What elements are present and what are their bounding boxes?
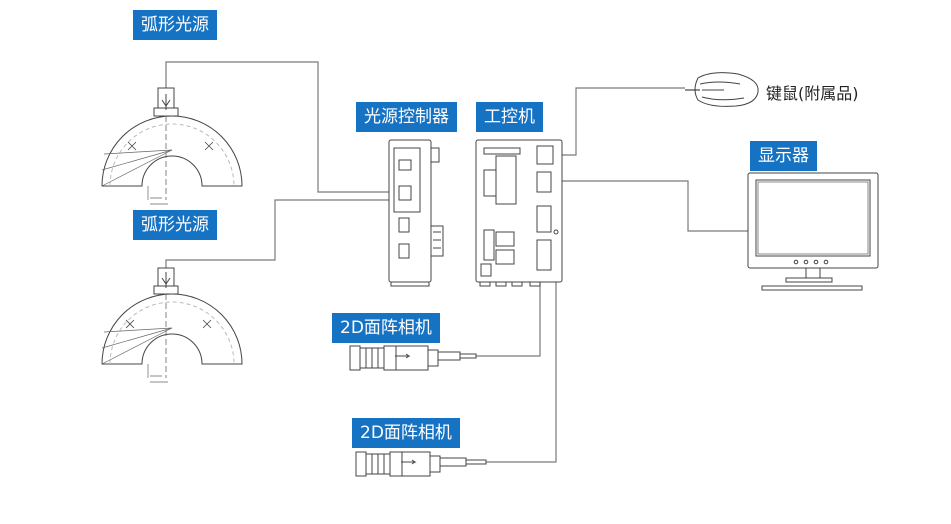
camera-top-label: 2D面阵相机 xyxy=(332,313,440,343)
ipc-label: 工控机 xyxy=(476,102,543,132)
line-ipc-to-camera-bottom xyxy=(486,282,557,463)
monitor-label: 显示器 xyxy=(750,141,817,171)
line-monitor-to-ipc xyxy=(553,180,748,232)
light-controller-device xyxy=(388,139,444,287)
camera-top-device xyxy=(349,345,477,371)
camera-bottom-label: 2D面阵相机 xyxy=(352,418,460,448)
light-controller-label: 光源控制器 xyxy=(356,102,457,132)
line-ipc-to-camera-top xyxy=(476,282,541,357)
arc-light-top-label: 弧形光源 xyxy=(133,10,217,40)
camera-bottom-device xyxy=(355,451,487,477)
keyboard-mouse-label: 键鼠(附属品) xyxy=(766,84,859,103)
connection-lines xyxy=(165,61,748,463)
arc-light-bottom-label: 弧形光源 xyxy=(133,210,217,240)
industrial-pc-device xyxy=(475,139,563,287)
line-mouse-to-ipc xyxy=(553,87,685,156)
arc-light-bottom xyxy=(101,267,243,383)
monitor-device xyxy=(747,172,879,291)
arc-light-top xyxy=(101,87,243,205)
line-top-light-to-controller xyxy=(165,61,389,193)
mouse-device xyxy=(685,72,759,107)
line-bottom-light-to-controller xyxy=(165,199,389,268)
